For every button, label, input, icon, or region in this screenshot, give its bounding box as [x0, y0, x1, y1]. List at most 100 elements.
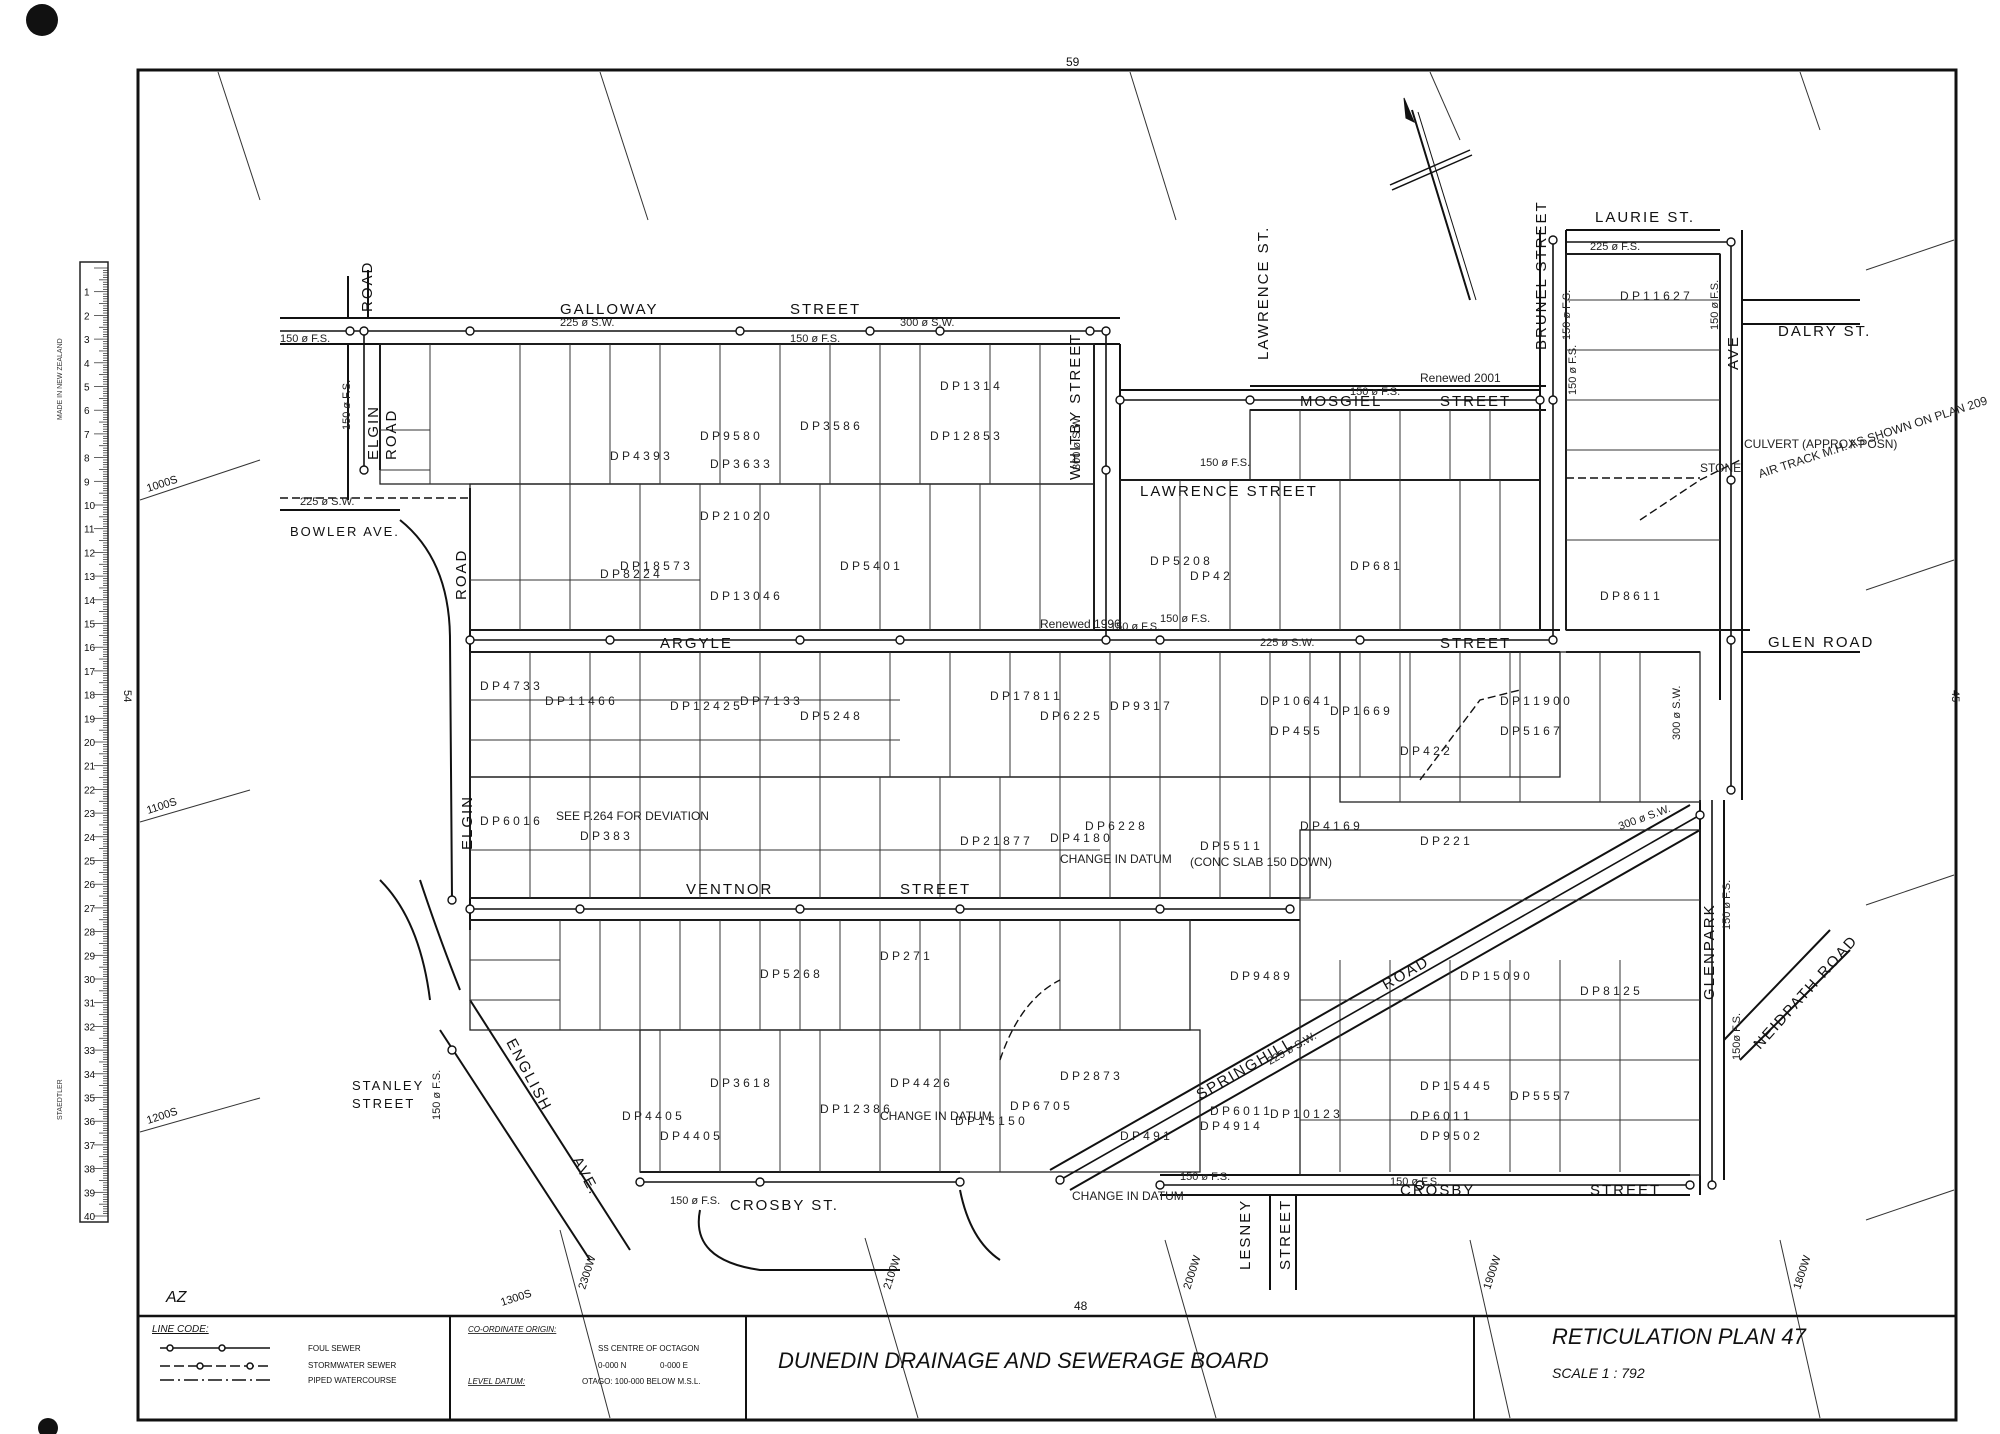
ruler-cm-label: 22: [84, 785, 96, 796]
parcel-label: D P 3 6 3 3: [710, 457, 770, 471]
parcel-label: D P 4 7 3 3: [480, 679, 540, 693]
manhole-symbol: [1355, 635, 1365, 645]
legend-stormwater-sewer: STORMWATER SEWER: [308, 1361, 397, 1370]
parcel-label: D P 6 2 2 5: [1040, 709, 1100, 723]
pipe-size-note: 150 ø F.S.: [1721, 880, 1733, 930]
punch-hole-bottom: [38, 1418, 58, 1434]
street-galloway: GALLOWAY: [560, 301, 659, 318]
parcel-label: D P 1 3 0 4 6: [710, 589, 780, 603]
coordinate-east: 0-000 E: [660, 1361, 688, 1370]
pipe-size-note: 150 ø F.S.: [670, 1195, 720, 1207]
ruler-cm-label: 4: [84, 359, 90, 370]
parcel-label: D P 1 1 4 6 6: [545, 694, 615, 708]
level-datum-value: OTAGO: 100-000 BELOW M.S.L.: [582, 1377, 701, 1386]
manhole-symbol: [755, 1177, 765, 1187]
manhole-symbol: [635, 1177, 645, 1187]
parcel-label: D P 8 2 2 4: [600, 567, 660, 581]
parcel-label: D P 5 1 6 7: [1500, 724, 1560, 738]
pipe-size-note: 300 ø S.W.: [900, 317, 954, 329]
manhole-symbol: [955, 1177, 965, 1187]
parcel-label: D P 5 2 4 8: [800, 709, 860, 723]
pipe-size-note: 150 ø F.S.: [280, 333, 330, 345]
ruler-cm-label: 5: [84, 383, 90, 394]
street-english-ave: AVE.: [568, 1154, 602, 1198]
parcel-label: D P 4 3 9 3: [610, 449, 670, 463]
parcel-label: D P 7 1 3 3: [740, 694, 800, 708]
ruler-cm-label: 39: [84, 1188, 96, 1199]
left-edge-number: 54: [121, 690, 133, 702]
manhole-symbol: [1155, 1180, 1165, 1190]
street-stanley: STANLEY: [352, 1078, 424, 1093]
parcel-label: D P 5 5 1 1: [1200, 839, 1260, 853]
ruler-cm-label: 23: [84, 809, 96, 820]
parcel-label: D P 9 5 0 2: [1420, 1129, 1480, 1143]
street-laurie: LAURIE ST.: [1595, 209, 1695, 226]
manhole-symbol: [345, 326, 355, 336]
page-bottom-number: 48: [1074, 1299, 1088, 1313]
parcel-label: D P 9 4 8 9: [1230, 969, 1290, 983]
parcel-label: D P 4 5 5: [1270, 724, 1320, 738]
note-change-datum-2: CHANGE IN DATUM: [880, 1109, 992, 1123]
manhole-symbol: [1726, 475, 1736, 485]
ruler-cm-label: 31: [84, 999, 96, 1010]
manhole-symbol: [447, 1045, 457, 1055]
ruler-cm-label: 7: [84, 430, 90, 441]
parcel-label: D P 2 7 1: [880, 949, 930, 963]
street-road-west: ROAD: [453, 549, 470, 600]
manhole-symbol: [1155, 635, 1165, 645]
street-elgin-road: ROAD: [383, 409, 400, 460]
grid-ref-1900w: 1900W: [1481, 1253, 1503, 1290]
parcel-label: D P 5 2 6 8: [760, 967, 820, 981]
ruler-cm-label: 24: [84, 833, 96, 844]
ruler-cm-label: 19: [84, 714, 96, 725]
ruler-maker-label: STAEDTLER: [57, 1079, 64, 1120]
ruler-cm-label: 38: [84, 1165, 96, 1176]
manhole-symbol: [1726, 785, 1736, 795]
parcel-label: D P 4 1 6 9: [1300, 819, 1360, 833]
pipe-size-note: 225 ø S.W.: [560, 317, 614, 329]
pipe-size-note: 225 ø F.S.: [1590, 241, 1640, 253]
parcel-label: D P 4 4 0 5: [622, 1109, 682, 1123]
ruler-cm-label: 35: [84, 1094, 96, 1105]
ruler-cm-label: 10: [84, 501, 96, 512]
parcel-label: D P 2 1 0 2 0: [700, 509, 770, 523]
parcel-label: D P 4 9 1 4: [1200, 1119, 1260, 1133]
page-top-number: 59: [1066, 55, 1080, 69]
parcel-label: D P 1 1 9 0 0: [1500, 694, 1570, 708]
parcel-label: D P 1 8 5 7 3: [620, 559, 690, 573]
manhole-symbol: [1726, 237, 1736, 247]
stormwater-sewer-lines: [280, 459, 1741, 1061]
manhole-symbol: [1548, 395, 1558, 405]
street-crosby: CROSBY: [1400, 1182, 1475, 1199]
note-renewed-1996: Renewed 1996: [1040, 617, 1121, 631]
ruler-cm-label: 32: [84, 1022, 96, 1033]
street-crosby-st: CROSBY ST.: [730, 1197, 839, 1214]
coordinate-north: 0-000 N: [598, 1361, 627, 1370]
note-see-p264: SEE P.264 FOR DEVIATION: [556, 809, 709, 823]
parcel-label: D P 4 1 8 0: [1050, 831, 1110, 845]
manhole-symbol: [1695, 810, 1705, 820]
manhole-symbol: [447, 895, 457, 905]
parcel-label: D P 6 0 1 1: [1210, 1104, 1270, 1118]
ruler-cm-label: 13: [84, 572, 96, 583]
manhole-symbol: [735, 326, 745, 336]
manhole-symbol: [1115, 395, 1125, 405]
parcel-label: D P 2 1 8 7 7: [960, 834, 1030, 848]
grid-ref-1200s: 1200S: [145, 1106, 179, 1127]
ruler-cm-label: 29: [84, 951, 96, 962]
ruler-cm-label: 20: [84, 738, 96, 749]
note-change-datum-3: CHANGE IN DATUM: [1072, 1189, 1184, 1203]
street-lawrence-street: LAWRENCE STREET: [1140, 483, 1318, 500]
parcel-label: D P 1 2 4 2 5: [670, 699, 740, 713]
pipe-size-note: 150 ø F.S.: [1160, 613, 1210, 625]
pipe-size-note: 150ø F.S.: [1731, 1013, 1743, 1060]
pipe-size-note: 225 ø S.W.: [300, 496, 354, 508]
grid-ref-2300w: 2300W: [576, 1253, 598, 1290]
parcel-label: D P 4 4 0 5: [660, 1129, 720, 1143]
ruler-cm-label: 17: [84, 667, 96, 678]
street-whitby: WHITBY STREET: [1067, 333, 1084, 480]
foul-sewer-lines: [280, 240, 1732, 1186]
note-conc-slab: (CONC SLAB 150 DOWN): [1190, 855, 1332, 869]
ruler-cm-label: 1: [84, 288, 90, 299]
parcel-label: D P 1 5 4 4 5: [1420, 1079, 1490, 1093]
